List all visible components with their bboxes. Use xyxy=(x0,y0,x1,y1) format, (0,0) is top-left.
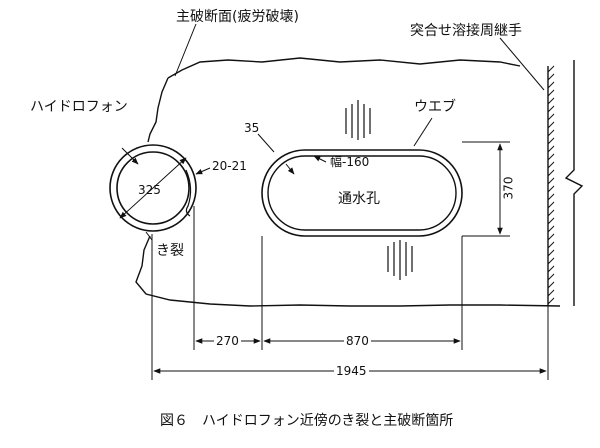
dim-370-label: 370 xyxy=(501,176,516,200)
width-arrow2 xyxy=(285,163,295,175)
width-160-label: 幅-160 xyxy=(330,155,370,169)
web-leader xyxy=(413,117,433,147)
fracture-leader xyxy=(174,23,197,77)
break-line xyxy=(564,60,584,306)
weld-hatch xyxy=(547,65,555,305)
hydrophone-inner xyxy=(116,151,190,225)
range-leader xyxy=(195,167,211,175)
dim-270-label: 270 xyxy=(214,334,241,348)
weld-leader xyxy=(499,37,545,91)
radius-leader xyxy=(257,133,275,153)
crack-tick xyxy=(145,231,153,241)
hydrophone-crack-mark xyxy=(185,169,192,217)
dim-1945-label: 1945 xyxy=(334,364,369,378)
radius-35-label: 35 xyxy=(244,121,260,135)
hydrophone-outer xyxy=(109,144,197,232)
range-20-21-label: 20-21 xyxy=(212,159,247,173)
hole-inner xyxy=(267,155,457,231)
hydrophone-label: ハイドロフォン xyxy=(30,99,128,115)
web-marks xyxy=(345,100,413,280)
width-leader xyxy=(313,155,327,163)
crack-label: き裂 xyxy=(156,243,184,259)
butt-weld-label: 突合せ溶接周継手 xyxy=(410,23,522,39)
dia-325-label: 325 xyxy=(138,183,161,197)
main-fracture-label: 主破断面(疲労破壊) xyxy=(176,9,299,25)
hole-outer xyxy=(261,149,463,237)
dia-325-line xyxy=(119,157,187,219)
dim-870-label: 870 xyxy=(344,334,371,348)
web-label: ウエブ xyxy=(414,99,456,115)
hole-label: 通水孔 xyxy=(338,191,380,207)
figure-caption: 図６ ハイドロフォン近傍のき裂と主破断箇所 xyxy=(160,413,454,429)
plate-outline xyxy=(135,57,561,307)
